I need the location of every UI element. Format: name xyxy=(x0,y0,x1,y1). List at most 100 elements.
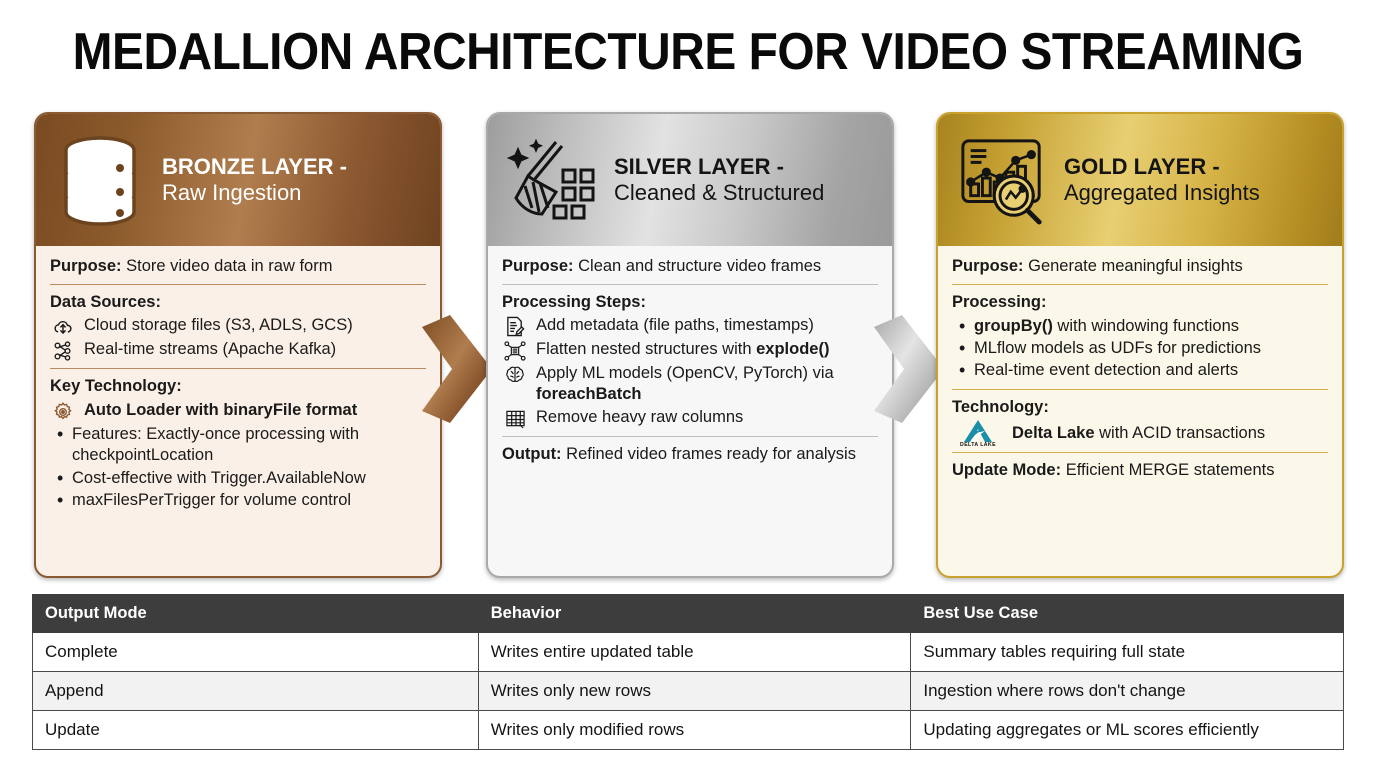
gold-tech-row: DELTA LAKE Delta Lake with ACID transact… xyxy=(952,420,1330,448)
table-cell: Updating aggregates or ML scores efficie… xyxy=(910,710,1344,750)
output-mode-table: Output Mode Behavior Best Use Case Compl… xyxy=(32,594,1344,750)
chevron-arrow-right-silver xyxy=(872,305,948,433)
silver-step-text: Remove heavy raw columns xyxy=(536,408,744,427)
brain-icon xyxy=(502,363,528,385)
list-item: Real-time streams (Apache Kafka) xyxy=(50,339,428,361)
silver-purpose-line: Purpose: Clean and structure video frame… xyxy=(502,256,880,277)
silver-output-line: Output: Refined video frames ready for a… xyxy=(502,444,880,465)
gold-title-line2: Aggregated Insights xyxy=(1064,179,1260,205)
table-row: Append Writes only new rows Ingestion wh… xyxy=(32,671,1344,711)
table-cell: Complete xyxy=(32,632,479,672)
table-cell: Writes only modified rows xyxy=(477,710,912,750)
silver-purpose-label: Purpose: xyxy=(502,257,574,275)
list-item: maxFilesPerTrigger for volume control xyxy=(50,489,428,512)
layer-card-bronze: BRONZE LAYER - Raw Ingestion Purpose: St… xyxy=(34,112,442,578)
analytics-dashboard-icon xyxy=(954,135,1050,225)
list-item: Real-time event detection and alerts xyxy=(952,359,1330,382)
table-cell: Writes only new rows xyxy=(477,671,912,711)
delta-lake-logo: DELTA LAKE xyxy=(952,420,1004,448)
gold-card-header: GOLD LAYER - Aggregated Insights xyxy=(938,114,1342,246)
table-header-cell: Output Mode xyxy=(32,594,479,633)
silver-step-text: Apply ML models (OpenCV, PyTorch) via fo… xyxy=(536,363,880,405)
silver-card-body: Purpose: Clean and structure video frame… xyxy=(488,246,892,576)
table-cell: Append xyxy=(32,671,479,711)
divider xyxy=(502,284,878,286)
gold-purpose-line: Purpose: Generate meaningful insights xyxy=(952,256,1330,277)
bronze-purpose-label: Purpose: xyxy=(50,257,122,275)
silver-title-line1: SILVER LAYER - xyxy=(614,153,784,179)
silver-card-header: SILVER LAYER - Cleaned & Structured xyxy=(488,114,892,246)
gold-update-mode-text: Efficient MERGE statements xyxy=(1065,460,1275,479)
bronze-tech-row: Auto Loader with binaryFile format xyxy=(50,400,428,422)
silver-purpose-text: Clean and structure video frames xyxy=(578,257,822,275)
table-cell: Writes entire updated table xyxy=(477,632,912,672)
bronze-purpose-text: Store video data in raw form xyxy=(126,257,333,275)
table-row: Complete Writes entire updated table Sum… xyxy=(32,632,1344,672)
gold-bullet-bold: groupBy() xyxy=(974,317,1053,336)
table-header-row: Output Mode Behavior Best Use Case xyxy=(32,594,1344,633)
bronze-title-line1: BRONZE LAYER - xyxy=(162,153,347,179)
document-edit-icon xyxy=(502,315,528,337)
layer-card-gold: GOLD LAYER - Aggregated Insights Purpose… xyxy=(936,112,1344,578)
divider xyxy=(50,368,426,370)
divider xyxy=(952,451,1328,453)
table-row: Update Writes only modified rows Updatin… xyxy=(32,710,1344,750)
gold-bullet-text: with windowing functions xyxy=(1052,317,1240,336)
delta-lake-logo-caption: DELTA LAKE xyxy=(960,442,996,449)
flatten-nodes-icon xyxy=(502,339,528,361)
bronze-source-text: Cloud storage files (S3, ADLS, GCS) xyxy=(84,316,353,335)
silver-step-text: Add metadata (file paths, timestamps) xyxy=(536,316,814,335)
database-icon xyxy=(52,134,148,226)
list-item: groupBy() with windowing functions xyxy=(952,315,1330,338)
gear-icon xyxy=(50,400,76,422)
table-cell: Update xyxy=(32,710,479,750)
list-item: Flatten nested structures with explode() xyxy=(502,339,880,361)
table-header-cell: Best Use Case xyxy=(910,594,1344,633)
bronze-section-data-sources-label: Data Sources: xyxy=(50,293,161,312)
table-grid-icon xyxy=(502,407,528,429)
table-header-cell: Behavior xyxy=(477,594,912,633)
gold-section-technology-label: Technology: xyxy=(952,397,1049,416)
silver-step-text-main: Flatten nested structures with xyxy=(536,340,757,359)
chevron-arrow-right-bronze xyxy=(420,305,496,433)
gold-card-body: Purpose: Generate meaningful insights Pr… xyxy=(938,246,1342,576)
divider xyxy=(502,436,878,438)
silver-step-text: Flatten nested structures with explode() xyxy=(536,339,880,360)
gold-section-processing-label: Processing: xyxy=(952,293,1047,312)
list-item: Cost-effective with Trigger.AvailableNow xyxy=(50,467,428,490)
list-item: Features: Exactly-once processing with c… xyxy=(50,423,428,466)
list-item: Add metadata (file paths, timestamps) xyxy=(502,315,880,337)
silver-title-line2: Cleaned & Structured xyxy=(614,179,825,205)
table-cell: Ingestion where rows don't change xyxy=(910,671,1344,711)
kafka-stream-icon xyxy=(50,339,76,361)
gold-tech-text-rest: with ACID transactions xyxy=(1094,424,1266,443)
gold-title-line1: GOLD LAYER - xyxy=(1064,153,1220,179)
bronze-feature-list: Features: Exactly-once processing with c… xyxy=(50,423,428,512)
gold-update-mode-label: Update Mode: xyxy=(952,460,1062,479)
gold-card-titles: GOLD LAYER - Aggregated Insights xyxy=(1064,154,1328,206)
list-item: Apply ML models (OpenCV, PyTorch) via fo… xyxy=(502,363,880,405)
gold-purpose-text: Generate meaningful insights xyxy=(1028,257,1243,275)
bronze-source-text: Real-time streams (Apache Kafka) xyxy=(84,340,337,359)
table-cell: Summary tables requiring full state xyxy=(910,632,1344,672)
bronze-title-line2: Raw Ingestion xyxy=(162,179,302,205)
silver-output-text: Refined video frames ready for analysis xyxy=(566,445,856,464)
gold-tech-text-bold: Delta Lake xyxy=(1012,424,1095,443)
gold-update-mode-line: Update Mode: Efficient MERGE statements xyxy=(952,460,1330,481)
silver-step-text-bold: explode() xyxy=(756,340,830,359)
broom-sparkle-icon xyxy=(504,134,600,226)
silver-section-processing-steps-label: Processing Steps: xyxy=(502,293,646,312)
silver-step-text-main: Apply ML models (OpenCV, PyTorch) via xyxy=(536,364,834,383)
bronze-card-titles: BRONZE LAYER - Raw Ingestion xyxy=(162,154,426,206)
bronze-card-header: BRONZE LAYER - Raw Ingestion xyxy=(36,114,440,246)
list-item: MLflow models as UDFs for predictions xyxy=(952,337,1330,360)
gold-processing-list: groupBy() with windowing functions MLflo… xyxy=(952,315,1330,382)
bronze-card-body: Purpose: Store video data in raw form Da… xyxy=(36,246,440,576)
divider xyxy=(952,284,1328,286)
gold-tech-text: Delta Lake with ACID transactions xyxy=(1012,423,1330,444)
divider xyxy=(50,284,426,286)
bronze-tech-text: Auto Loader with binaryFile format xyxy=(84,401,358,420)
silver-output-label: Output: xyxy=(502,445,562,464)
layer-card-silver: SILVER LAYER - Cleaned & Structured Purp… xyxy=(486,112,894,578)
